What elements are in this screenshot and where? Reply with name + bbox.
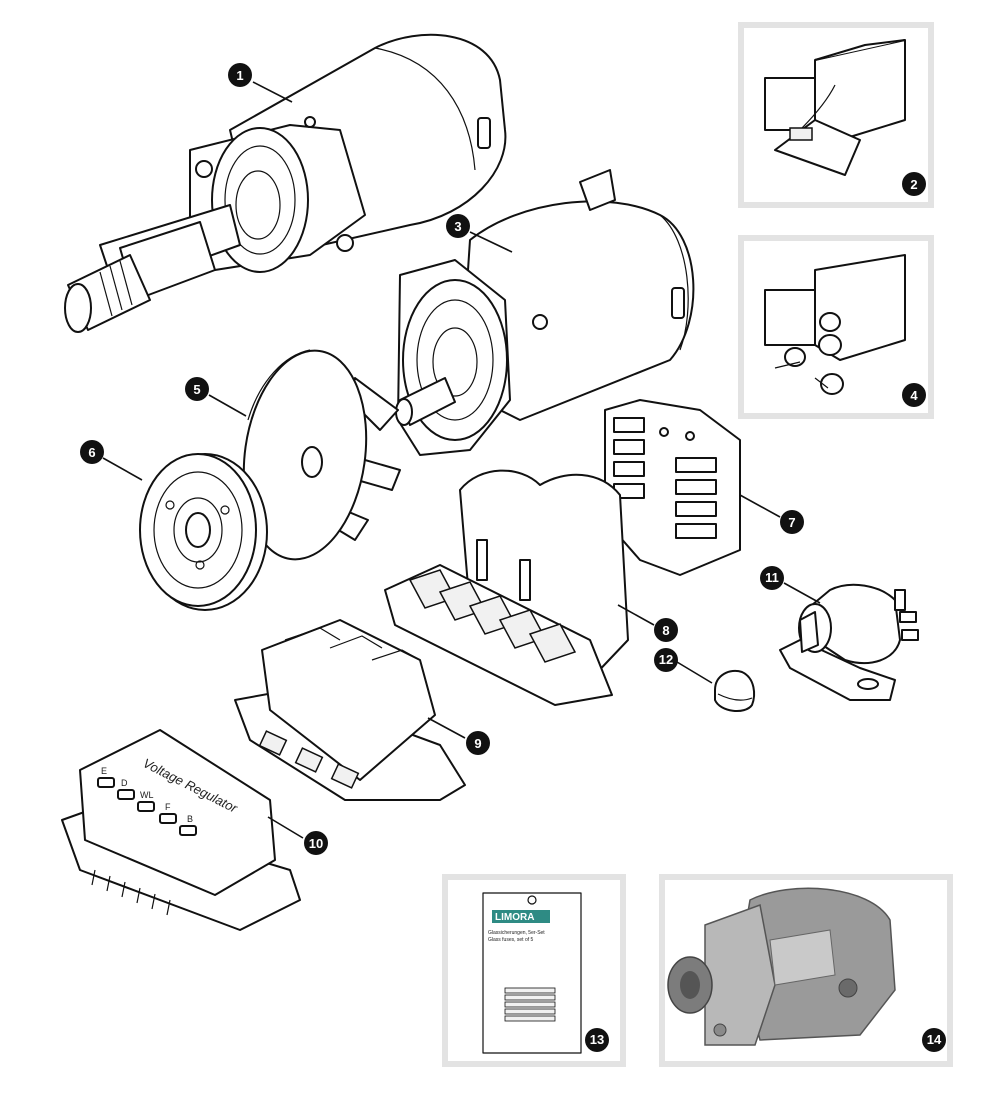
callout-7: 7 (780, 510, 804, 534)
terminal-label-d: D (121, 778, 128, 788)
svg-text:3: 3 (454, 219, 461, 234)
callout-13: 13 (585, 1028, 609, 1052)
glass-fuses (504, 987, 556, 1022)
svg-text:11: 11 (765, 570, 779, 585)
plate-terminals (613, 417, 717, 539)
solenoid (779, 583, 919, 701)
callout-1: 1 (228, 63, 252, 87)
callout-14: 14 (922, 1028, 946, 1052)
callout-8: 8 (654, 618, 678, 642)
callout-12: 12 (654, 648, 678, 672)
svg-text:5: 5 (193, 382, 200, 397)
fuse-box (384, 469, 629, 706)
callout-9: 9 (466, 731, 490, 755)
fuse-pack-title-de: Glassicherungen, 5er-Set (488, 930, 545, 936)
fuse-pack-title-en: Glass fuses, set of 5 (488, 937, 534, 943)
svg-text:13: 13 (590, 1032, 604, 1047)
terminal-label-f: F (165, 802, 171, 812)
voltage-regulator: Voltage Regulator E D WL F B (61, 729, 301, 931)
callout-3: 3 (446, 214, 470, 238)
control-box (234, 619, 466, 801)
fuse-box-terminals (408, 569, 577, 663)
leader-lines (102, 81, 821, 839)
svg-text:6: 6 (88, 445, 95, 460)
svg-text:9: 9 (474, 736, 481, 751)
inset-14-hi-torque-starter (659, 874, 953, 1067)
callout-6: 6 (80, 440, 104, 464)
svg-text:10: 10 (309, 836, 323, 851)
svg-text:1: 1 (236, 68, 243, 83)
inset-2 (738, 22, 934, 208)
callout-5: 5 (185, 377, 209, 401)
terminal-label-b: B (187, 814, 193, 824)
inset-4 (738, 235, 934, 419)
terminal-label-e: E (101, 766, 107, 776)
svg-text:12: 12 (659, 652, 673, 667)
svg-text:2: 2 (910, 177, 917, 192)
svg-text:8: 8 (662, 623, 669, 638)
dynamo (395, 169, 695, 456)
svg-text:14: 14 (927, 1032, 942, 1047)
callout-2: 2 (902, 172, 926, 196)
regulator-plate (604, 399, 741, 576)
callout-4: 4 (902, 383, 926, 407)
terminal-label-wl: WL (140, 790, 154, 800)
svg-text:4: 4 (910, 388, 918, 403)
svg-text:7: 7 (788, 515, 795, 530)
callout-11: 11 (760, 566, 784, 590)
pulley (139, 453, 268, 611)
callout-10: 10 (304, 831, 328, 855)
regulator-terminals (97, 777, 197, 836)
starter-motor (64, 33, 507, 333)
fan (242, 349, 401, 561)
brand-logo (492, 910, 550, 923)
brand-name: LIMORA (495, 912, 534, 923)
rubber-cap (714, 670, 756, 712)
